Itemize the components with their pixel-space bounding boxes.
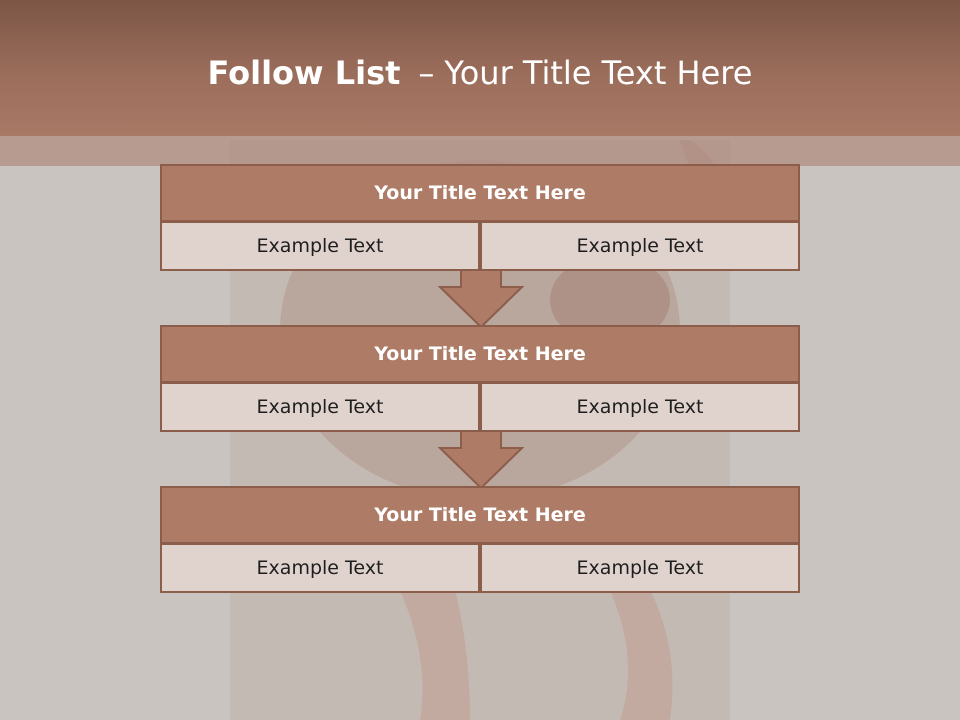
block-right-cell: Example Text [480,382,800,432]
slide-title-bold: Follow List [207,54,401,92]
block-left-cell: Example Text [160,221,480,271]
slide-title-separator: – [418,54,435,92]
block-left-cell: Example Text [160,382,480,432]
down-arrow-icon [438,431,524,490]
block-title: Your Title Text Here [160,325,800,383]
block-title: Your Title Text Here [160,164,800,222]
slide-title-rest: Your Title Text Here [444,54,753,92]
block-right-cell: Example Text [480,221,800,271]
header-strip [0,136,960,166]
slide-title: Follow List–Your Title Text Here [0,54,960,92]
down-arrow-icon [438,270,524,329]
block-title: Your Title Text Here [160,486,800,544]
block-right-cell: Example Text [480,543,800,593]
header-band [0,0,960,136]
block-left-cell: Example Text [160,543,480,593]
